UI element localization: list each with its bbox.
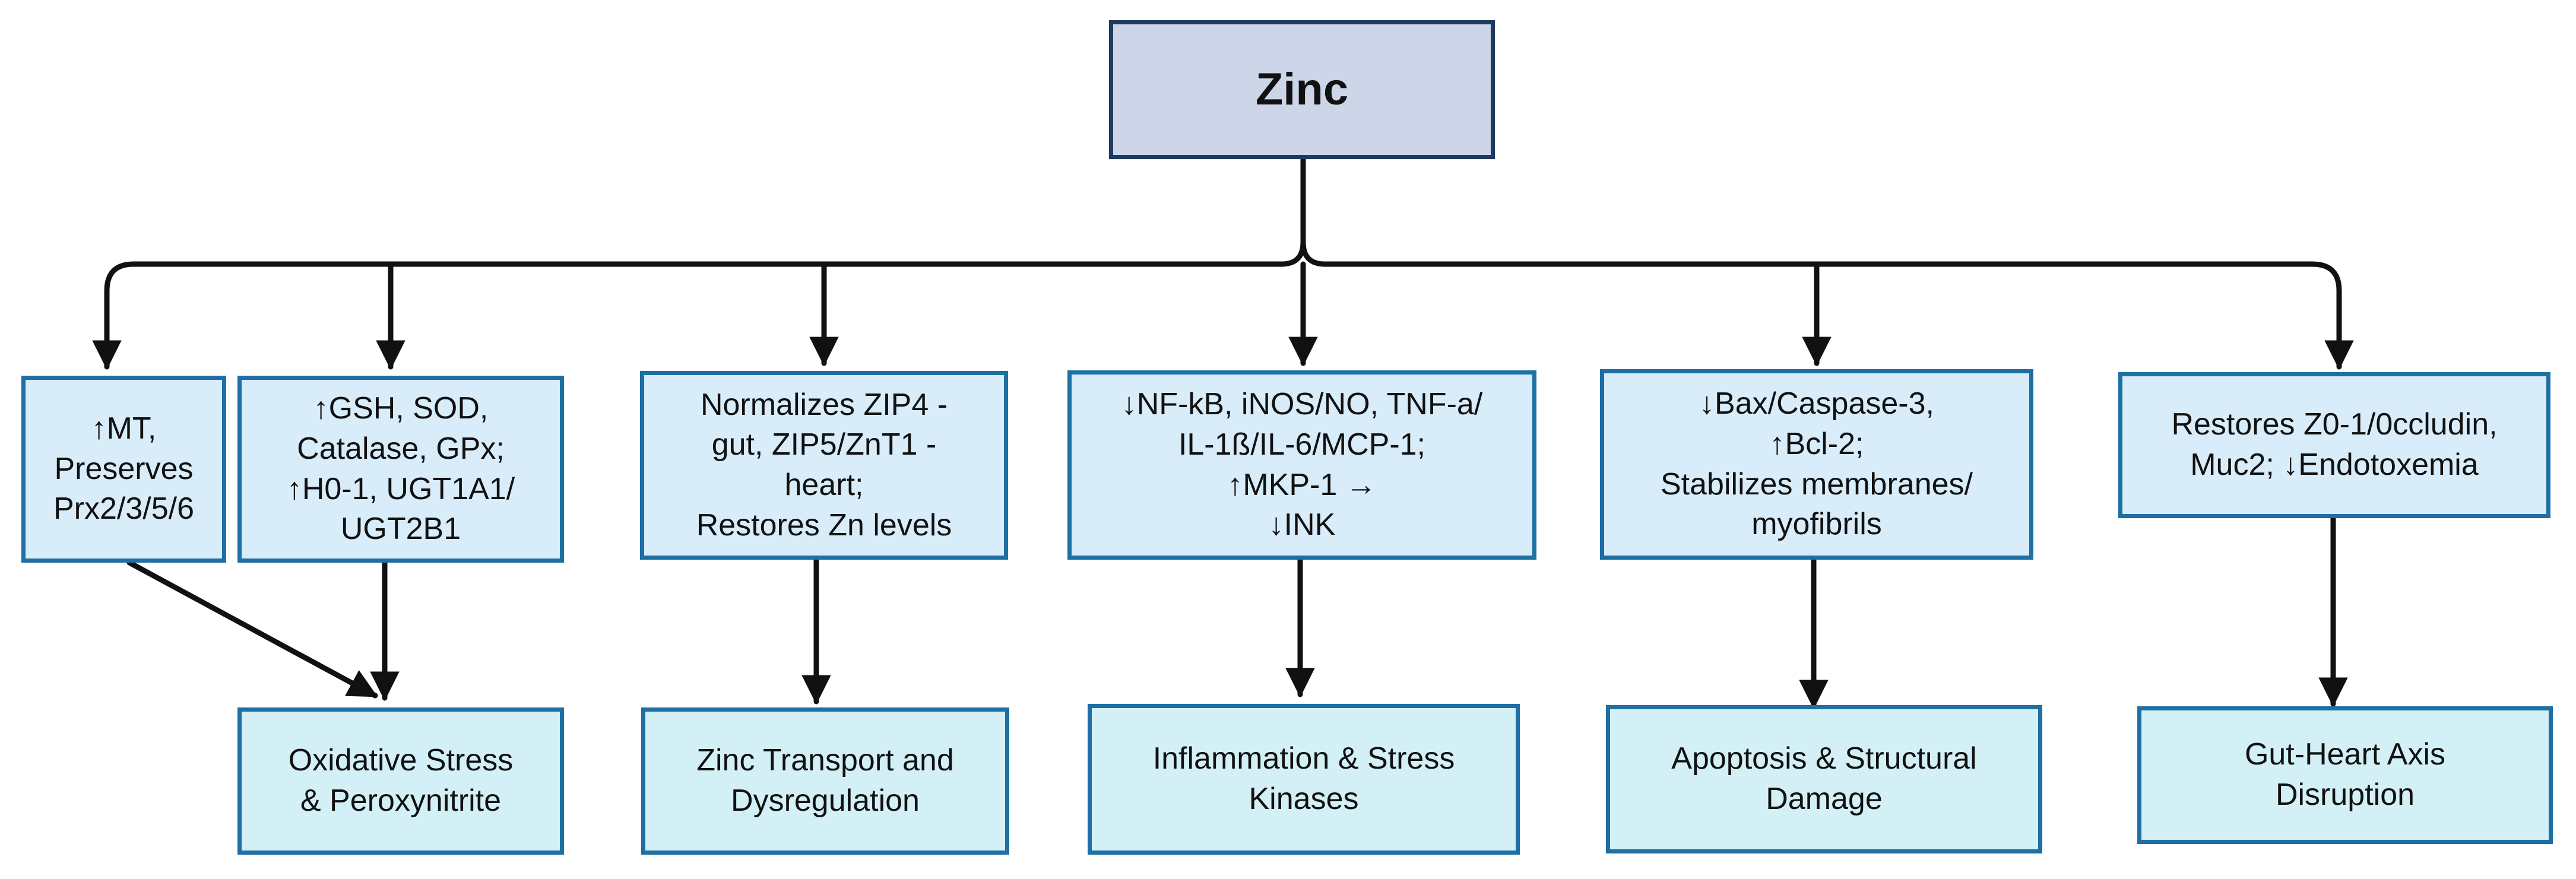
- outcome-node-label: Oxidative Stress & Peroxynitrite: [288, 743, 514, 818]
- outcome-node-label: Apoptosis & Structural Damage: [1671, 741, 1977, 816]
- mechanism-node-gut-barrier: Restores Z0-1/0ccludin, Muc2; ↓Endotoxem…: [2118, 372, 2550, 518]
- arrow-mechanism-1-to-outcome-1: [126, 560, 378, 699]
- mechanism-node-metallothionein: ↑MT, Preserves Prx2/3/5/6: [21, 376, 226, 563]
- mechanism-node-label: ↑MT, Preserves Prx2/3/5/6: [53, 411, 195, 526]
- mechanism-node-zinc-transporters: Normalizes ZIP4 - gut, ZIP5/ZnT1 - heart…: [640, 371, 1008, 560]
- root-node-zinc: Zinc: [1109, 20, 1495, 159]
- outcome-node-label: Gut-Heart Axis Disruption: [2244, 737, 2446, 812]
- mechanism-node-label: Restores Z0-1/0ccludin, Muc2; ↓Endotoxem…: [2171, 407, 2498, 482]
- mechanism-node-label: ↓NF-kB, iNOS/NO, TNF-a/ IL-1ß/IL-6/MCP-1…: [1121, 387, 1483, 542]
- outcome-node-inflammation: Inflammation & Stress Kinases: [1088, 704, 1520, 855]
- outcome-node-gut-heart-axis: Gut-Heart Axis Disruption: [2137, 706, 2553, 844]
- mechanism-node-inflammation-signaling: ↓NF-kB, iNOS/NO, TNF-a/ IL-1ß/IL-6/MCP-1…: [1067, 370, 1536, 560]
- outcome-node-apoptosis: Apoptosis & Structural Damage: [1606, 705, 2042, 853]
- mechanism-node-label: Normalizes ZIP4 - gut, ZIP5/ZnT1 - heart…: [696, 387, 952, 542]
- mechanism-node-apoptosis-regulation: ↓Bax/Caspase-3, ↑Bcl-2; Stabilizes membr…: [1600, 369, 2033, 560]
- mechanism-node-antioxidant-enzymes: ↑GSH, SOD, Catalase, GPx; ↑H0-1, UGT1A1/…: [237, 376, 564, 563]
- outcome-node-label: Zinc Transport and Dysregulation: [696, 743, 954, 818]
- mechanism-node-label: ↓Bax/Caspase-3, ↑Bcl-2; Stabilizes membr…: [1661, 386, 1973, 542]
- root-node-label: Zinc: [1255, 64, 1349, 115]
- mechanism-node-label: ↑GSH, SOD, Catalase, GPx; ↑H0-1, UGT1A1/…: [286, 391, 515, 547]
- branch-bus-left: [92, 239, 1306, 370]
- outcome-node-label: Inflammation & Stress Kinases: [1152, 741, 1455, 816]
- outcome-node-zinc-transport: Zinc Transport and Dysregulation: [641, 707, 1009, 855]
- outcome-node-oxidative-stress: Oxidative Stress & Peroxynitrite: [237, 707, 564, 855]
- branch-bus-right: [1300, 239, 2354, 370]
